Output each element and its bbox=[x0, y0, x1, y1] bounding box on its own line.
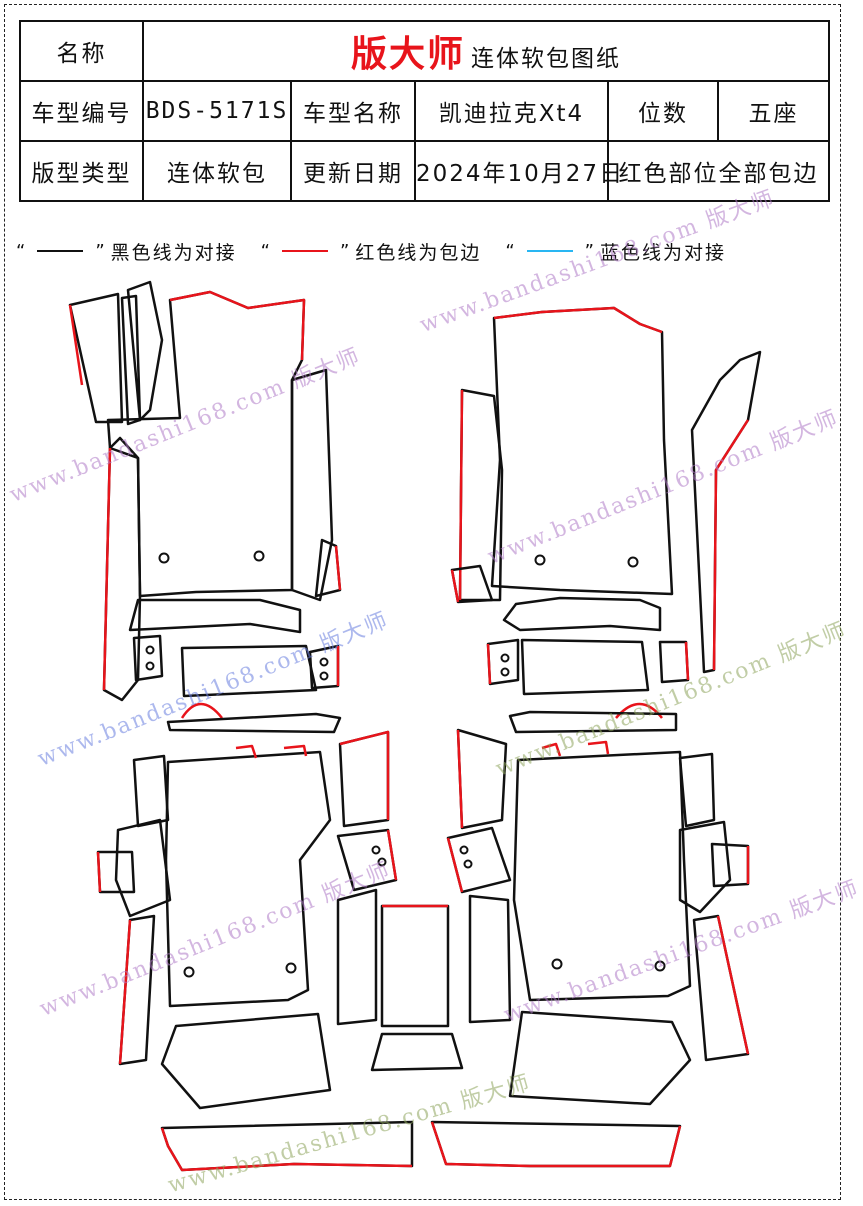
legend-swatch-blue bbox=[526, 250, 573, 252]
piece-left-rear-floor bbox=[164, 744, 332, 1008]
piece-left-strip-b bbox=[126, 280, 164, 422]
title-cell: 版大师连体软包图纸 bbox=[141, 20, 831, 82]
piece-left-rear-sill bbox=[118, 914, 156, 1066]
piece-left-tab-a bbox=[132, 634, 164, 682]
doc-title: 连体软包图纸 bbox=[471, 46, 622, 72]
legend-text-blue: 蓝色线为对接 bbox=[600, 241, 727, 264]
legend-item-black: “ ” 黑色线为对接 bbox=[10, 238, 237, 265]
pattern-type-label: 版型类型 bbox=[19, 140, 144, 202]
legend-quote: ” bbox=[584, 240, 594, 262]
piece-right-trunk bbox=[430, 1120, 682, 1168]
update-date-label: 更新日期 bbox=[290, 140, 416, 202]
seats-value: 五座 bbox=[716, 80, 831, 142]
piece-right-side-sill bbox=[690, 350, 762, 674]
model-name-label: 车型名称 bbox=[290, 80, 416, 142]
model-code-label: 车型编号 bbox=[19, 80, 144, 142]
piece-left-front-pillar bbox=[68, 292, 124, 424]
piece-right-rear-lower bbox=[508, 1010, 692, 1106]
piece-left-seat-side bbox=[336, 888, 378, 1026]
page-border bbox=[4, 4, 841, 1200]
piece-right-rear-tab bbox=[446, 728, 512, 894]
legend-swatch-black bbox=[37, 250, 84, 252]
title-table: 名称 版大师连体软包图纸 车型编号 BDS-5171S 车型名称 凯迪拉克Xt4… bbox=[19, 20, 831, 202]
edge-note: 红色部位全部包边 bbox=[606, 140, 831, 202]
piece-center-lower bbox=[370, 1032, 464, 1072]
piece-left-rear-tab bbox=[336, 730, 398, 892]
brand-title: 版大师 bbox=[351, 34, 466, 75]
legend-quote: ” bbox=[95, 240, 105, 262]
piece-right-front-floor bbox=[490, 306, 674, 596]
legend-quote: “ bbox=[505, 240, 515, 262]
pattern-type-value: 连体软包 bbox=[142, 140, 292, 202]
piece-left-console-side bbox=[290, 368, 342, 602]
model-name-value: 凯迪拉克Xt4 bbox=[414, 80, 609, 142]
piece-right-rear-wing bbox=[678, 752, 750, 914]
legend-text-red: 红色线为包边 bbox=[355, 241, 482, 264]
update-date-value: 2024年10月27日 bbox=[414, 140, 622, 202]
piece-right-seat-side bbox=[468, 894, 512, 1024]
piece-center-hump bbox=[380, 904, 450, 1028]
piece-left-rear-wing bbox=[96, 754, 172, 918]
seats-label: 位数 bbox=[607, 80, 719, 142]
model-code-value: BDS-5171S bbox=[142, 80, 292, 142]
piece-left-tunnel bbox=[128, 598, 302, 634]
piece-right-arch bbox=[508, 702, 678, 734]
legend-quote: “ bbox=[16, 240, 26, 262]
piece-right-tunnel bbox=[502, 596, 662, 632]
piece-left-trunk bbox=[160, 1120, 414, 1172]
legend-item-blue: “ ” 蓝色线为对接 bbox=[499, 238, 726, 265]
piece-right-center-band bbox=[486, 638, 690, 696]
piece-left-arch bbox=[166, 702, 342, 734]
name-label: 名称 bbox=[19, 20, 144, 82]
legend-quote: “ bbox=[260, 240, 270, 262]
piece-left-front-floor bbox=[106, 290, 306, 598]
piece-left-center-band bbox=[180, 644, 340, 698]
legend-quote: ” bbox=[340, 240, 350, 262]
line-legend: “ ” 黑色线为对接 “ ” 红色线为包边 “ ” 蓝色线为对接 bbox=[10, 236, 840, 266]
legend-text-black: 黑色线为对接 bbox=[110, 241, 237, 264]
legend-swatch-red bbox=[282, 250, 328, 252]
piece-left-rear-lower bbox=[160, 1012, 332, 1110]
legend-item-red: “ ” 红色线为包边 bbox=[255, 238, 482, 265]
piece-right-rear-sill bbox=[692, 914, 750, 1062]
piece-right-console-side bbox=[450, 388, 504, 604]
